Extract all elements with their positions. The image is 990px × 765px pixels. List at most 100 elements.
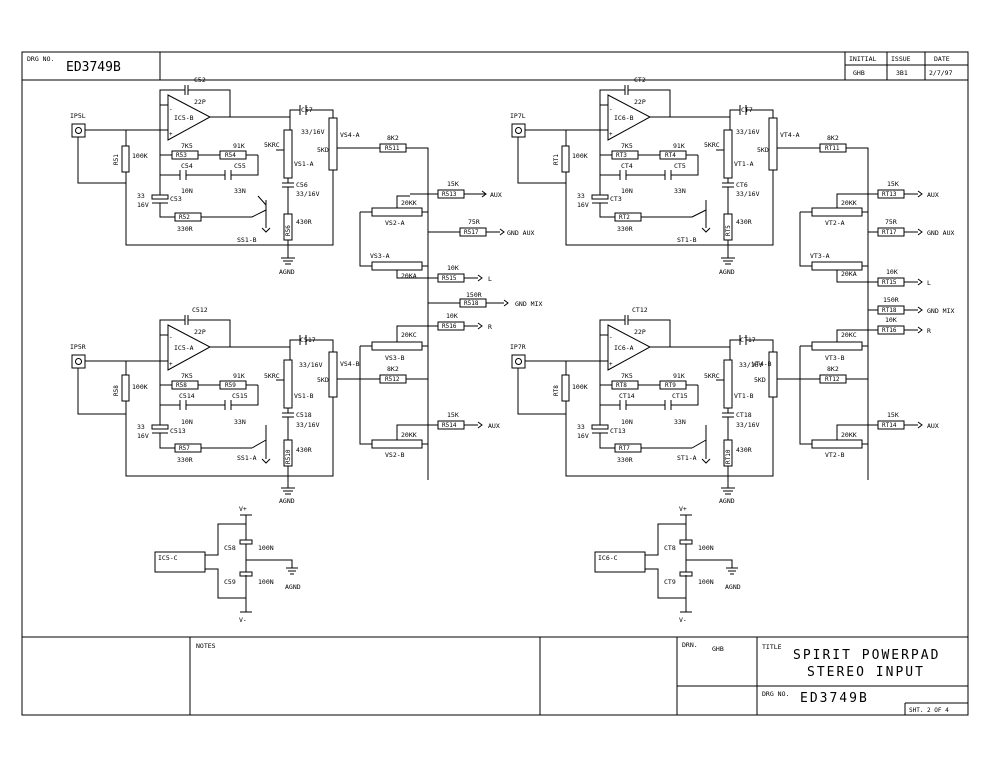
resistor-rt7 xyxy=(614,443,642,453)
label-rt16: RT16 xyxy=(882,327,897,334)
label-ct14: CT14 xyxy=(619,392,635,400)
opamp-ic6a-icon xyxy=(607,324,652,371)
label-ct7: CT7 xyxy=(741,106,753,114)
label-r511: R511 xyxy=(385,145,400,152)
capacitor-ct18 xyxy=(722,412,734,418)
initial-label: INITIAL xyxy=(849,55,876,63)
value-c514: 10N xyxy=(181,418,193,426)
label-vt3a: VT3-A xyxy=(810,252,830,260)
value-rt12: 8K2 xyxy=(827,365,839,373)
label-ct9: CT9 xyxy=(664,578,676,586)
svg-text:-: - xyxy=(169,334,173,341)
label-rt8b: RT8 xyxy=(616,382,627,389)
label-rt8: RT8 xyxy=(553,385,560,396)
label-vs1a: VS1-A xyxy=(294,160,314,168)
potentiometer-vs1a xyxy=(283,129,293,179)
value-rt5: 430R xyxy=(736,218,752,226)
label-rt17: RT17 xyxy=(882,229,897,236)
label-vminus-r: V- xyxy=(679,616,687,624)
value-vt3b: 20KC xyxy=(841,331,857,339)
value-rt9: 91K xyxy=(673,372,685,380)
value-c513: 33 xyxy=(137,423,145,431)
value-r510: 430R xyxy=(296,446,312,454)
value-r515: 10K xyxy=(447,264,459,272)
value-ct4: 10N xyxy=(621,187,633,195)
capacitor-ct2 xyxy=(624,85,629,95)
bus-aux-2: AUX xyxy=(488,422,500,430)
potentiometer-vs3b xyxy=(371,341,423,351)
capacitor-c512 xyxy=(184,315,189,325)
value-r58b: 7K5 xyxy=(181,372,193,380)
jack-ip5r: IP5R xyxy=(70,343,86,351)
value-c53: 33 xyxy=(137,192,145,200)
drawing-number-2: ED3749B xyxy=(800,691,869,706)
label-ic5a: IC5-A xyxy=(174,344,194,352)
label-r59: R59 xyxy=(225,382,236,389)
label-c518: C518 xyxy=(296,411,312,419)
potentiometer-vt1a xyxy=(723,129,733,179)
input-jack-icon xyxy=(71,354,86,369)
label-agnd-2: AGND xyxy=(279,497,295,505)
label-c54: C54 xyxy=(181,162,193,170)
label-r51: R51 xyxy=(113,154,120,165)
label-ct4: CT4 xyxy=(621,162,633,170)
value-vt1b: 5KRC xyxy=(704,372,720,380)
capacitor-ct17 xyxy=(739,335,747,345)
capacitor-c515 xyxy=(224,400,232,410)
label-vminus: V- xyxy=(239,616,247,624)
capacitor-ct5 xyxy=(664,170,672,180)
capacitor-ct8 xyxy=(679,539,693,545)
value-vt3a: 20KA xyxy=(841,270,857,278)
capacitor-c57 xyxy=(299,105,307,115)
title-label: TITLE xyxy=(762,643,782,651)
label-ct17: CT17 xyxy=(740,336,756,344)
value-rt8b: 7K5 xyxy=(621,372,633,380)
label-r510: R510 xyxy=(285,449,292,464)
initial-value: GHB xyxy=(853,69,865,77)
bus-r-r: R xyxy=(927,327,931,335)
label-r58b: R58 xyxy=(176,382,187,389)
value-vs3a: 20KA xyxy=(401,272,417,280)
value-vt2a: 20KK xyxy=(841,199,857,207)
resistor-rt2 xyxy=(614,212,642,222)
sheet-border xyxy=(21,51,969,716)
capacitor-ct7 xyxy=(739,105,747,115)
opamp-ic5b-icon xyxy=(167,94,212,141)
label-ct5: CT5 xyxy=(674,162,686,170)
drawn-label: DRN. xyxy=(682,641,698,649)
potentiometer-vt3a xyxy=(811,261,863,271)
value-r512: 8K2 xyxy=(387,365,399,373)
label-agnd-r: AGND xyxy=(719,268,735,276)
potentiometer-vt2a xyxy=(811,207,863,217)
value-c57: 33/16V xyxy=(301,128,325,136)
bus-aux-r: AUX xyxy=(927,191,939,199)
value-c52: 22P xyxy=(194,98,206,106)
label-r52: R52 xyxy=(179,214,190,221)
label-ct18: CT18 xyxy=(736,411,752,419)
label-rt4: RT4 xyxy=(665,152,676,159)
value-rt16: 10K xyxy=(885,316,897,324)
label-rt9: RT9 xyxy=(665,382,676,389)
date-value: 2/7/97 xyxy=(929,69,953,77)
label-rt1: RT1 xyxy=(553,154,560,165)
drawing-number: ED3749B xyxy=(66,60,121,75)
label-ct15: CT15 xyxy=(672,392,688,400)
label-rt7: RT7 xyxy=(619,445,630,452)
label-ct2: CT2 xyxy=(634,76,646,84)
value-r51: 100K xyxy=(132,152,148,160)
label-vs3a: VS3-A xyxy=(370,252,390,260)
ground-icon xyxy=(281,487,295,495)
ic6c-box xyxy=(594,551,646,573)
capacitor-ct15 xyxy=(664,400,672,410)
value-ct18: 33/16V xyxy=(736,421,760,429)
resistor-r58b xyxy=(171,380,199,390)
label-st1b: ST1-B xyxy=(677,236,697,244)
value-r516: 10K xyxy=(446,312,458,320)
label-vs2a: VS2-A xyxy=(385,219,405,227)
svg-text:-: - xyxy=(609,106,613,113)
capacitor-c514 xyxy=(179,400,187,410)
bus-gnd-aux: GND AUX xyxy=(507,229,534,237)
label-ic6a: IC6-A xyxy=(614,344,634,352)
value-vt2b: 20KK xyxy=(841,431,857,439)
value-ct9: 100N xyxy=(698,578,714,586)
